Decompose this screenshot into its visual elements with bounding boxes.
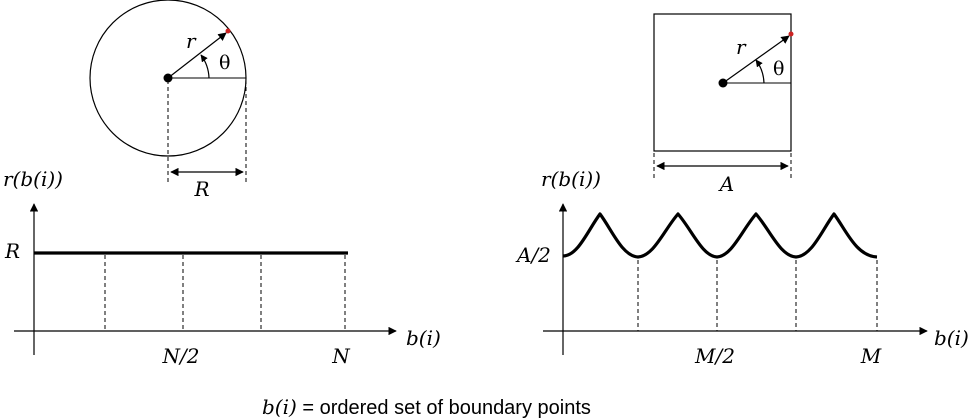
right-x-axis-label: b(i) (934, 326, 968, 350)
square-center-dot (718, 78, 728, 88)
square-dimension-label: A (718, 172, 734, 196)
right-tick-mid-label: M/2 (694, 344, 735, 368)
right-plot: r(b(i)) b(i) A/2 M/2 M (515, 167, 968, 368)
circle-boundary-point (225, 28, 231, 34)
right-y-axis-label: r(b(i)) (541, 167, 601, 191)
right-tick-end-label: M (860, 344, 882, 368)
left-y-axis-label: r(b(i)) (3, 167, 63, 191)
circle-dimension-label: R (193, 177, 209, 201)
caption-variable: b(i) (262, 395, 297, 419)
circle-angle-arc (200, 54, 210, 79)
circle-angle-label: θ (219, 52, 230, 74)
circle-center-dot (163, 73, 173, 83)
square-radius-label: r (736, 35, 747, 59)
square-angle-label: θ (773, 58, 784, 80)
left-tick-end-label: N (331, 344, 351, 368)
left-circle-shape: r θ R (89, 0, 247, 201)
square-boundary-point (788, 31, 794, 37)
left-plot: r(b(i)) b(i) R N/2 N (3, 167, 441, 368)
left-level-label: R (4, 239, 20, 263)
left-tick-mid-label: N/2 (162, 344, 200, 368)
right-square-shape: r θ A (653, 13, 794, 196)
right-level-label: A/2 (515, 243, 551, 267)
circle-radius-label: r (186, 29, 197, 53)
caption-text: = ordered set of boundary points (297, 397, 591, 419)
right-periodic-radius-curve (562, 212, 878, 259)
square-angle-arc (755, 59, 765, 84)
circle-radius-vector (167, 32, 227, 79)
left-x-axis-label: b(i) (406, 326, 441, 350)
caption: b(i) = ordered set of boundary points (262, 395, 591, 419)
